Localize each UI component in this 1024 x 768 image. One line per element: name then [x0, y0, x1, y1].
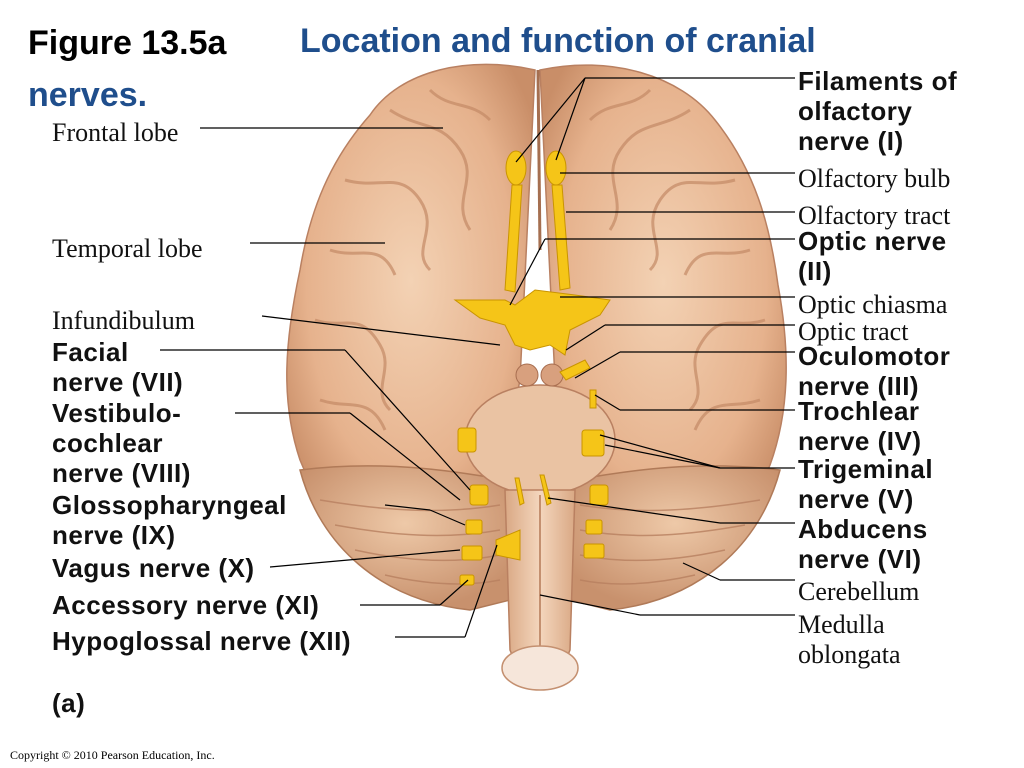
label-vestibulocochlear-nerve: Vestibulo- cochlear nerve (VIII): [52, 398, 191, 488]
label-trigeminal-nerve: Trigeminal nerve (V): [798, 454, 934, 514]
label-accessory-nerve: Accessory nerve (XI): [52, 590, 320, 620]
label-optic-chiasma: Optic chiasma: [798, 290, 948, 319]
panel-label: (a): [52, 688, 86, 718]
label-vagus-nerve: Vagus nerve (X): [52, 553, 255, 583]
label-facial-nerve: Facial nerve (VII): [52, 337, 184, 397]
leader-lines: [160, 77, 795, 638]
label-optic-nerve: Optic nerve (II): [798, 226, 947, 286]
label-hypoglossal-nerve: Hypoglossal nerve (XII): [52, 626, 352, 656]
spinal-cord-section: [501, 645, 579, 691]
label-infundibulum: Infundibulum: [52, 306, 195, 335]
longitudinal-fissure: [536, 69, 542, 251]
cerebellum-left: [299, 465, 511, 611]
label-abducens-nerve: Abducens nerve (VI): [798, 514, 928, 574]
mammillary-body-left: [515, 363, 539, 387]
label-glossopharyngeal-nerve: Glossopharyngeal nerve (IX): [52, 490, 287, 550]
label-trochlear-nerve: Trochlear nerve (IV): [798, 396, 922, 456]
label-temporal-lobe: Temporal lobe: [52, 234, 203, 263]
label-oculomotor-nerve: Oculomotor nerve (III): [798, 341, 951, 401]
label-olfactory-bulb: Olfactory bulb: [798, 164, 951, 193]
label-olfactory-tract: Olfactory tract: [798, 201, 951, 230]
olfactory-nerves: [504, 150, 571, 293]
figure-heading-line1: Location and function of cranial: [300, 22, 816, 60]
optic-chiasma: [453, 289, 611, 356]
copyright-notice: Copyright © 2010 Pearson Education, Inc.: [10, 748, 215, 762]
label-optic-tract: Optic tract: [798, 317, 909, 346]
label-medulla-oblongata: Medulla oblongata: [798, 610, 901, 669]
mammillary-body-right: [540, 363, 564, 387]
label-olfactory-filaments: Filaments of olfactory nerve (I): [798, 66, 958, 156]
label-frontal-lobe: Frontal lobe: [52, 118, 179, 147]
figure-heading-line2: nerves.: [28, 76, 148, 114]
figure-number: Figure 13.5a: [28, 24, 227, 62]
cranial-nerve-stubs: [457, 359, 609, 586]
label-cerebellum: Cerebellum: [798, 577, 920, 606]
